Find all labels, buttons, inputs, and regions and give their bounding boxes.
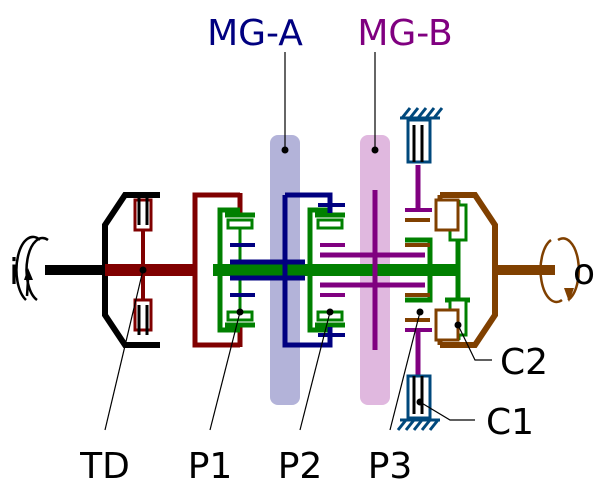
torque-damper-springs [137, 198, 149, 335]
label-mg-a: MG-A [207, 13, 303, 54]
mg-a-rotor [230, 192, 345, 348]
label-td: TD [79, 446, 130, 487]
output-shaft [405, 192, 555, 348]
mg-b-rotor [320, 165, 432, 380]
label-p2: P2 [278, 446, 323, 487]
green-central-shaft [213, 200, 470, 340]
output-rotation-arrow-icon [539, 237, 581, 304]
label-output: o [573, 252, 595, 293]
label-c2: C2 [500, 342, 548, 383]
torque-damper [105, 198, 195, 332]
ground-brake-bottom [396, 374, 440, 431]
label-c1: C1 [486, 402, 534, 443]
label-p1: P1 [188, 446, 233, 487]
input-rotation-arrow-icon [15, 235, 49, 302]
label-input: i [9, 252, 19, 293]
label-p3: P3 [368, 446, 413, 487]
leader-dots [139, 146, 462, 406]
ground-brake-top [400, 107, 444, 164]
label-mg-b: MG-B [357, 13, 452, 54]
leader-lines [104, 52, 492, 431]
